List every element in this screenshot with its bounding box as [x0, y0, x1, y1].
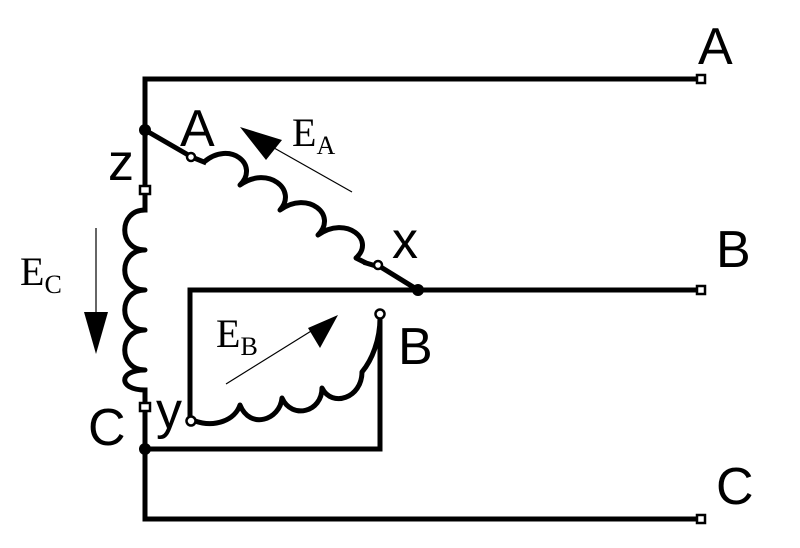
winding-c-coil [122, 207, 148, 393]
winding-a-switch-arm [141, 126, 194, 160]
emf-b-arrow-shaft [225, 327, 317, 385]
label-line-a: A [698, 18, 733, 76]
emf-b-label: EB [216, 311, 258, 361]
label-winding-a-start: A [180, 100, 215, 158]
winding-b-coil [194, 317, 383, 427]
emf-a-arrow-head [240, 127, 282, 160]
terminal-line-b [695, 284, 707, 296]
emf-a-arrow-shaft [259, 139, 353, 193]
terminal-a-winding [185, 151, 197, 163]
line-c-wire [142, 446, 700, 522]
line-a-wire [142, 76, 700, 133]
terminal-z [138, 184, 152, 196]
emf-b-arrow-head [308, 315, 338, 348]
label-winding-c-end: z [108, 134, 134, 192]
terminal-c [138, 401, 152, 413]
label-winding-c-start: C [88, 399, 126, 457]
label-line-b: B [716, 221, 751, 279]
label-winding-a-end: x [392, 212, 418, 270]
emf-c-arrow-head [84, 312, 108, 354]
emf-c-label: EC [20, 249, 62, 299]
winding-a-coil [202, 150, 368, 266]
terminal-y [185, 415, 197, 427]
winding-b-return [187, 287, 421, 421]
emf-a-label: EA [292, 110, 335, 160]
terminal-x [372, 259, 384, 271]
label-winding-b-start: B [398, 318, 433, 376]
winding-b-loop [142, 313, 383, 452]
label-winding-b-end: y [156, 382, 182, 440]
junction-b [412, 284, 424, 296]
junction-c [139, 443, 151, 455]
terminal-line-a [695, 73, 707, 85]
label-line-c: C [716, 458, 754, 516]
terminal-line-c [695, 513, 707, 525]
winding-a-switch-arm-x [375, 262, 422, 294]
terminal-b-winding [374, 308, 386, 320]
junction-a [139, 124, 151, 136]
